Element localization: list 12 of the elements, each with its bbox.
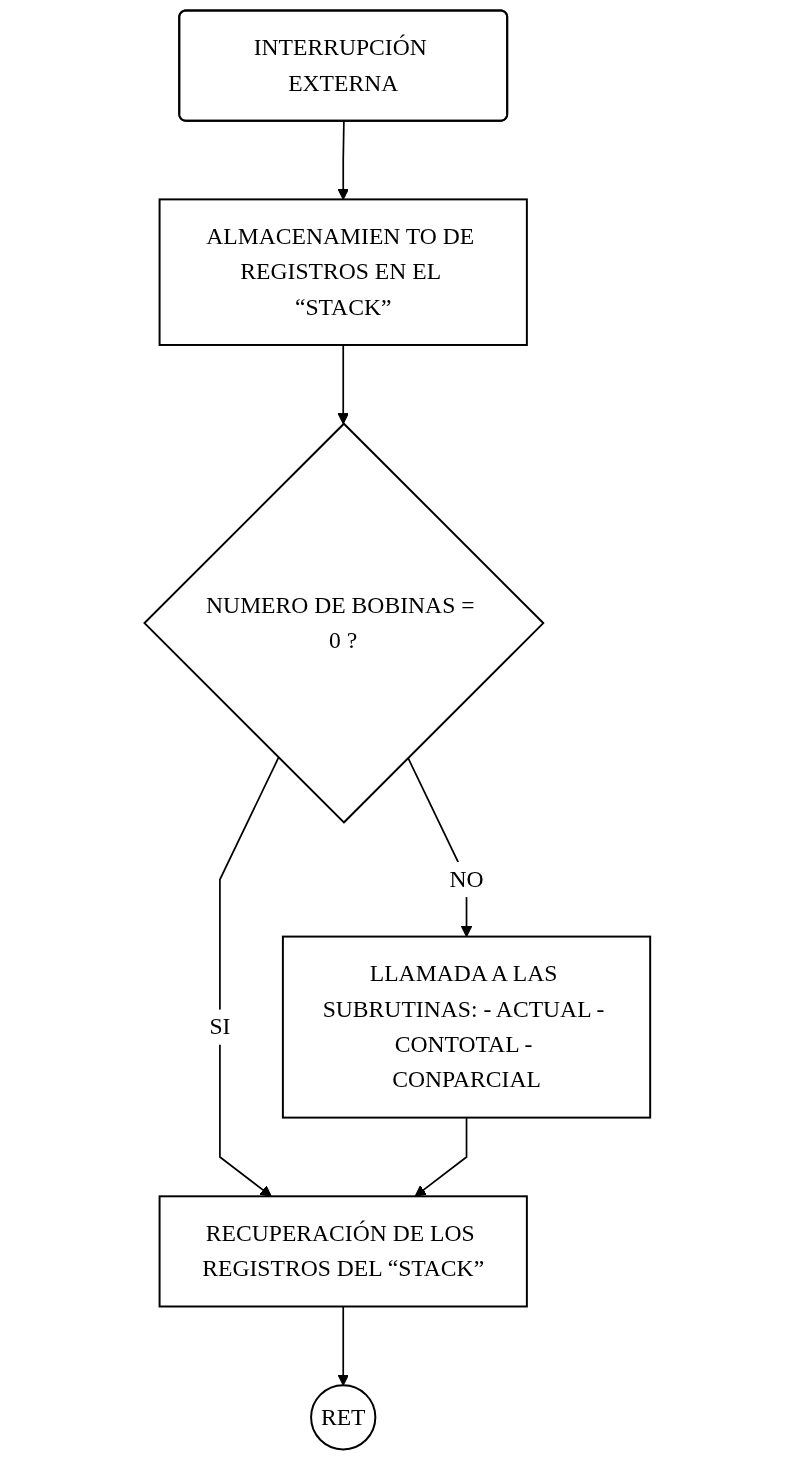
arrow <box>414 1116 468 1197</box>
node-diamond: NUMERO DE BOBINAS = 0 ? <box>142 422 545 824</box>
edge-label: NO <box>449 865 484 892</box>
node-circle: RET <box>309 1384 376 1451</box>
arrow <box>218 756 279 1197</box>
node-box: ALMACENAMIEN TO DE REGISTROS EN EL “STACK” <box>158 198 528 346</box>
edge-label: SI <box>209 1013 231 1040</box>
arrow <box>337 1305 349 1386</box>
node-box: RECUPERACIÓN DE LOS REGISTROS DEL “STACK” <box>158 1195 528 1308</box>
arrow <box>337 120 349 200</box>
node-box: LLAMADA A LAS SUBRUTINAS: - ACTUAL - CONTOTAL - CONPARCIAL <box>281 935 651 1119</box>
arrow <box>337 344 349 425</box>
